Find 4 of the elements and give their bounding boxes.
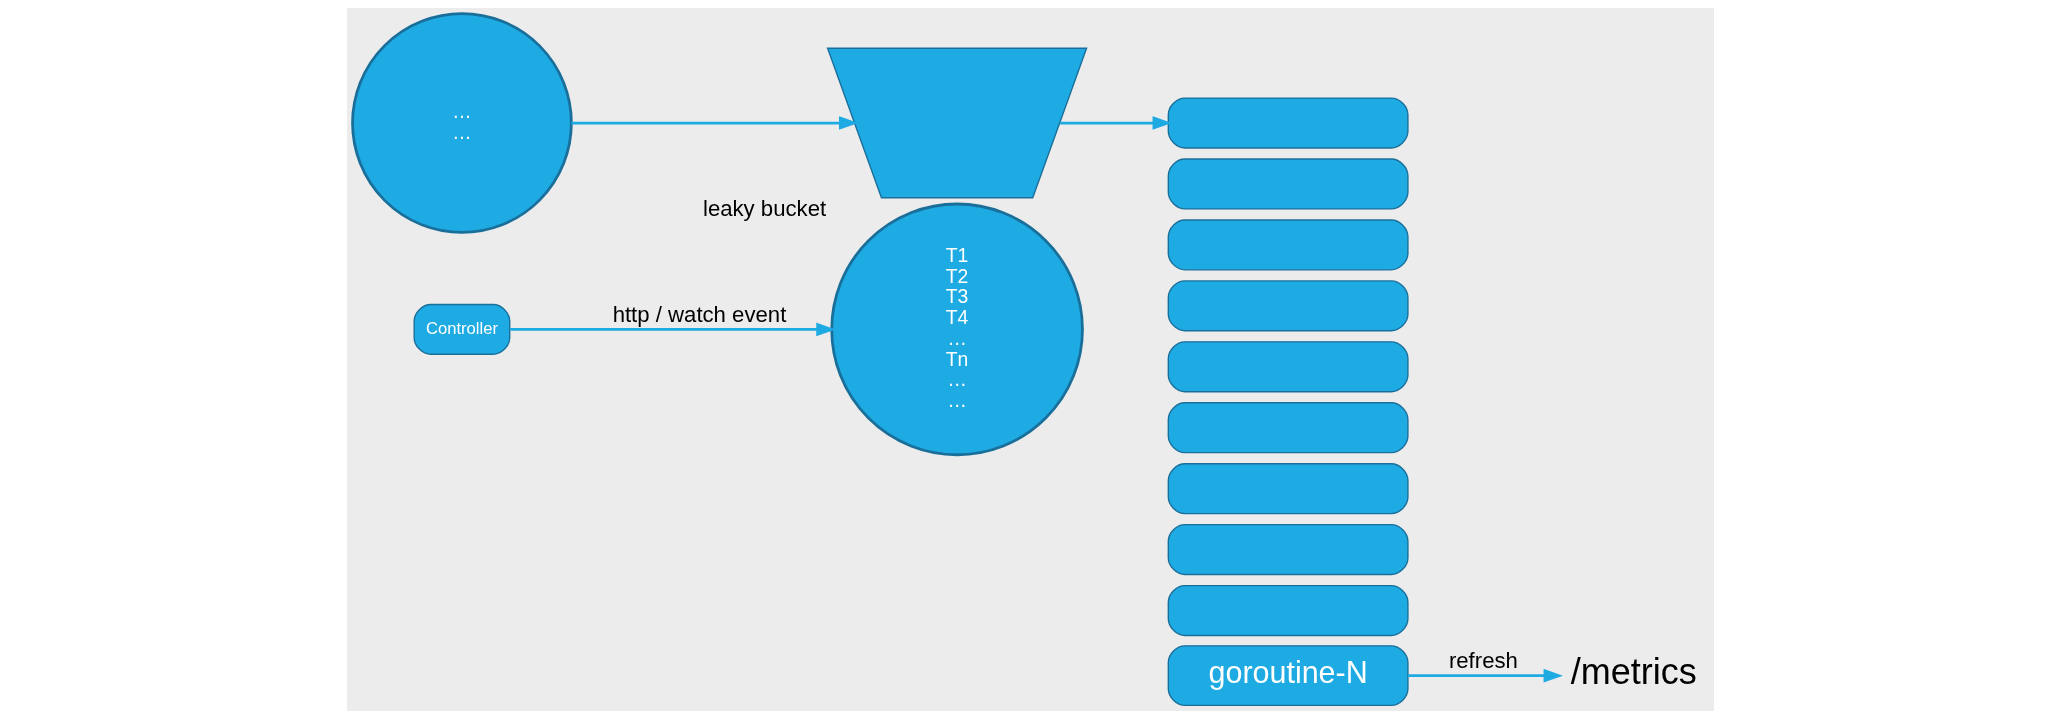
node-label: leaky bucket — [702, 195, 826, 221]
edge-label: refresh — [1448, 648, 1518, 674]
node-text: /metrics — [1570, 651, 1697, 693]
edge-label: http / watch event — [612, 302, 786, 328]
